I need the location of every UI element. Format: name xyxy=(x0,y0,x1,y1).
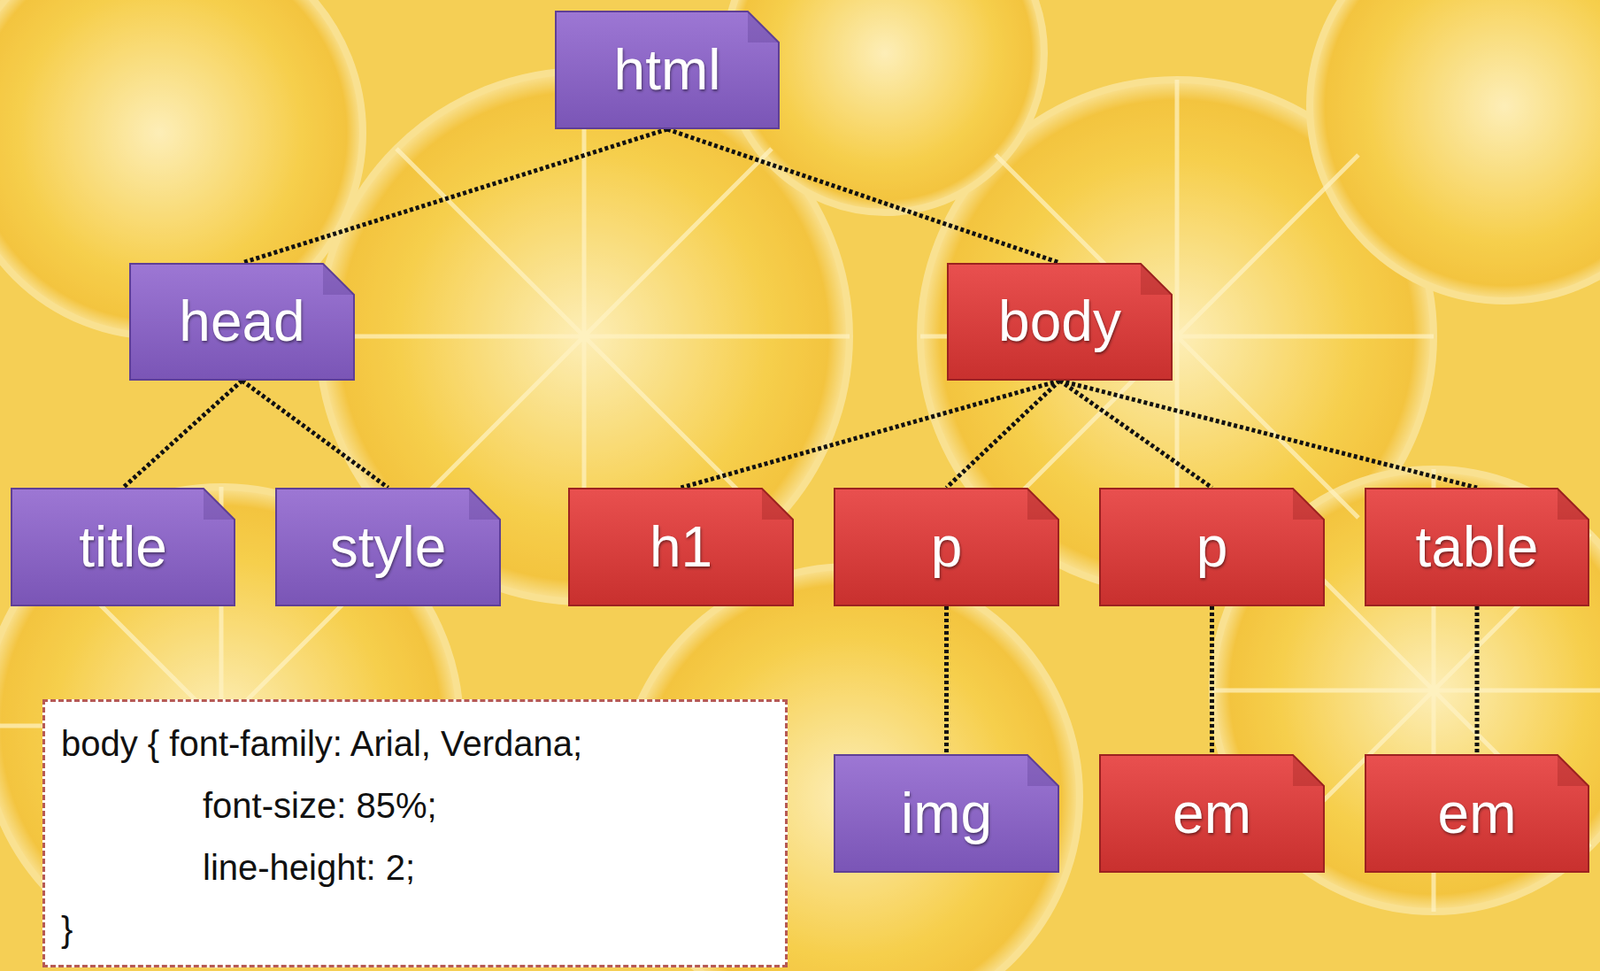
tag-fold xyxy=(1027,754,1059,786)
tag-fold xyxy=(1140,263,1172,295)
element-name: table xyxy=(1415,515,1539,578)
tag-fold xyxy=(323,263,354,295)
tag-fold xyxy=(203,488,235,520)
tree-connector xyxy=(1060,380,1478,488)
element-tag: h1 xyxy=(568,487,794,607)
tag-body xyxy=(834,754,1059,872)
tag-body xyxy=(11,488,235,606)
tree-connector xyxy=(242,129,669,263)
tree-connector xyxy=(123,380,243,488)
tree-connector xyxy=(667,129,1061,263)
tag-fold xyxy=(747,11,779,43)
css-code-line: line-height: 2; xyxy=(202,836,771,899)
element-name: em xyxy=(1438,782,1517,845)
tag-body xyxy=(1100,488,1324,606)
element-name: p xyxy=(1196,515,1229,578)
tag-fold xyxy=(1292,754,1324,786)
element-tag: p xyxy=(833,487,1060,607)
css-code-line: } xyxy=(61,898,771,961)
tag-fold xyxy=(1557,754,1589,786)
tag-body xyxy=(1365,754,1589,872)
tag-fold xyxy=(1292,488,1324,520)
element-name: head xyxy=(178,290,305,353)
tag-body xyxy=(947,263,1172,380)
tree-connector xyxy=(1209,606,1215,754)
element-tag: html xyxy=(554,10,780,130)
tag-fold xyxy=(1557,488,1589,520)
element-name: h1 xyxy=(649,515,713,578)
element-name: p xyxy=(930,515,963,578)
element-name: html xyxy=(614,38,722,101)
element-tag: title xyxy=(10,487,236,607)
tag-body xyxy=(1100,754,1324,872)
element-name: title xyxy=(78,515,168,578)
element-tag: body xyxy=(946,262,1173,381)
tree-connector xyxy=(681,380,1061,488)
css-code-line: body { font-family: Arial, Verdana; xyxy=(61,712,771,775)
tag-body xyxy=(555,11,779,129)
element-tag: style xyxy=(275,487,501,607)
tree-connector xyxy=(1060,380,1213,488)
element-name: img xyxy=(900,782,993,845)
element-tag: p xyxy=(1099,487,1325,607)
tag-fold xyxy=(469,488,500,520)
tag-body xyxy=(834,488,1059,606)
element-name: style xyxy=(330,515,447,578)
tree-connector xyxy=(944,606,949,754)
tree-connector xyxy=(946,380,1061,488)
element-tag: em xyxy=(1099,753,1325,873)
tag-body xyxy=(276,488,500,606)
element-name: body xyxy=(998,290,1122,353)
tag-body xyxy=(1365,488,1589,606)
tag-fold xyxy=(1027,488,1059,520)
tag-body xyxy=(130,263,354,380)
element-tag: img xyxy=(833,753,1060,873)
element-tag: table xyxy=(1364,487,1590,607)
tag-fold xyxy=(761,488,793,520)
tree-connector xyxy=(1475,606,1480,754)
element-tag: head xyxy=(129,262,355,381)
tree-connector xyxy=(242,380,389,488)
tag-body xyxy=(569,488,793,606)
css-code-line: font-size: 85%; xyxy=(202,774,771,837)
element-tag: em xyxy=(1364,753,1590,873)
element-name: em xyxy=(1172,782,1252,845)
css-code-box: body { font-family: Arial, Verdana;font-… xyxy=(42,699,788,968)
